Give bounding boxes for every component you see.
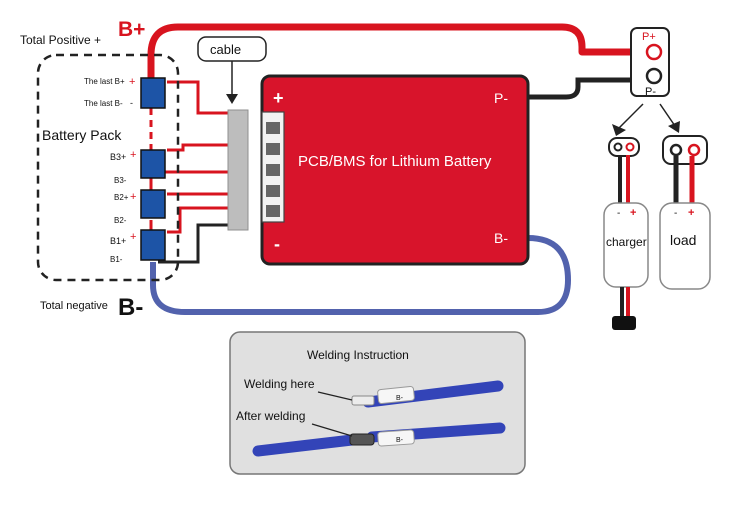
load-plus: +: [688, 207, 694, 219]
minus-sign-last: -: [130, 98, 133, 108]
p-minus-wire: [528, 77, 646, 100]
terminal-p-plus: [645, 43, 663, 61]
arrow-to-charger: [618, 103, 644, 129]
welding-sleeve-bottom: [377, 429, 415, 447]
load-connector-pin-plus: [687, 143, 701, 157]
after-welding-label: After welding: [236, 409, 305, 423]
label-b1-minus: B1-: [110, 255, 123, 264]
terminal-p-minus-label: P-: [645, 86, 656, 98]
label-b3-plus: B3+: [110, 152, 126, 162]
welding-here-label: Welding here: [244, 377, 315, 391]
load-label: load: [670, 232, 696, 248]
battery-pack-title: Battery Pack: [42, 127, 122, 143]
welding-here-pointer: [317, 391, 353, 401]
socket-pin: [266, 122, 280, 134]
label-b1-plus: B1+: [110, 236, 126, 246]
bms-b-minus-label: B-: [494, 230, 508, 246]
negative-main-wire: [150, 235, 571, 315]
plus-sign-b2: +: [130, 191, 136, 203]
bms-board: [260, 74, 530, 266]
welding-joint: [349, 433, 375, 446]
load-connector-pin-minus: [669, 143, 683, 157]
label-last-b-minus: The last B-: [84, 99, 123, 108]
welding-sleeve-top: [377, 385, 415, 405]
charger-plug: [612, 316, 636, 330]
total-positive-label: Total Positive +: [20, 33, 101, 47]
balance-wire-b1-minus: [158, 223, 228, 264]
charger-connector-pin-plus: [625, 142, 635, 152]
socket-pin: [266, 205, 280, 217]
socket-pin: [266, 185, 280, 197]
b-plus-label: B+: [118, 18, 145, 41]
label-b2-plus: B2+: [114, 193, 129, 202]
welding-title: Welding Instruction: [307, 348, 409, 362]
welding-cable-bottom-left: [252, 434, 358, 457]
load-minus: -: [674, 208, 677, 219]
cable-label: cable: [210, 42, 241, 57]
terminal-p-minus: [645, 67, 663, 85]
socket-pin: [266, 164, 280, 176]
arrow-to-load-head: [668, 121, 680, 133]
arrow-to-load: [659, 103, 676, 127]
load-body: [659, 202, 711, 290]
charger-label: charger: [606, 235, 647, 249]
socket-pin: [266, 143, 280, 155]
terminal-p-plus-label: P+: [642, 31, 656, 43]
charger-plus: +: [630, 207, 636, 219]
cable-arrow-head: [226, 94, 238, 104]
cell-b1: [140, 229, 166, 261]
balance-wire-last: [167, 80, 228, 115]
plus-sign-last: +: [129, 76, 135, 88]
label-b2-minus: B2-: [114, 216, 127, 225]
total-negative-label: Total negative: [40, 300, 108, 312]
charger-minus: -: [617, 208, 620, 219]
cell-b2: [140, 189, 166, 219]
label-last-b-plus: The last B+: [84, 77, 125, 86]
cell-b3: [140, 149, 166, 179]
after-welding-pointer: [311, 423, 353, 437]
welding-lead-top: [351, 395, 375, 406]
arrow-to-charger-head: [612, 124, 626, 136]
welding-sleeve-top-label: B-: [396, 395, 404, 402]
welding-sleeve-bottom-label: B-: [396, 437, 404, 444]
label-b3-minus: B3-: [114, 176, 127, 185]
plus-sign-b3: +: [130, 149, 136, 161]
b-minus-label: B-: [118, 294, 143, 321]
balance-wire-b1: [167, 206, 228, 234]
plus-sign-b1: +: [130, 231, 136, 243]
bms-p-minus-label: P-: [494, 90, 508, 106]
cable-connector: [227, 109, 249, 231]
balance-wire-b3: [167, 143, 228, 152]
charger-connector: [608, 137, 640, 157]
cell-last: [140, 77, 166, 109]
positive-main-wire: [147, 23, 632, 78]
bms-label: PCB/BMS for Lithium Battery: [298, 153, 492, 170]
bms-minus-sign: -: [274, 234, 280, 254]
battery-pack-outline: [36, 53, 180, 282]
load-connector: [662, 135, 708, 165]
charger-connector-pin-minus: [613, 142, 623, 152]
bms-plus-sign: +: [273, 88, 284, 108]
